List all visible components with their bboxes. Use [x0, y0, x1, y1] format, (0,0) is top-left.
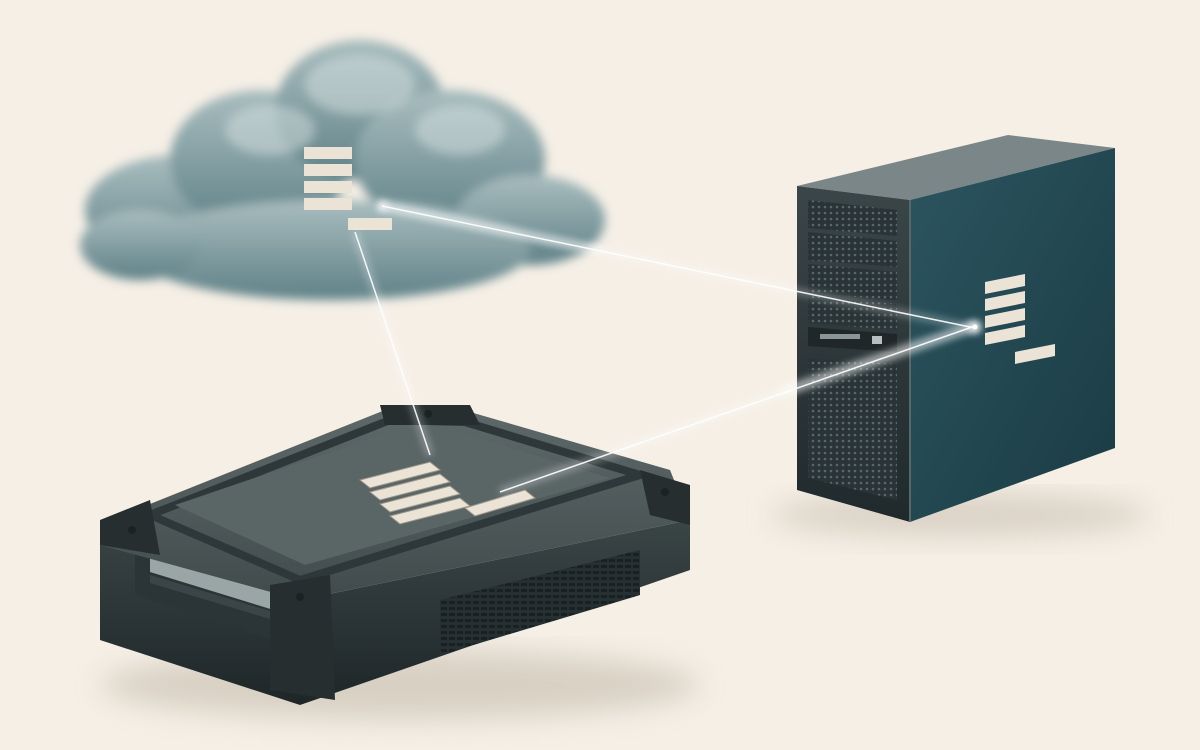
stacked-bars-logo	[985, 274, 1055, 364]
cloud	[80, 40, 605, 300]
connections	[352, 201, 981, 496]
tower-server	[770, 135, 1150, 537]
beam-device-to-server	[498, 321, 977, 496]
beam-cloud-to-server	[381, 202, 976, 331]
beam-cloud-to-device	[352, 231, 433, 456]
stacked-bars-logo	[358, 461, 537, 525]
rugged-portable-device	[100, 405, 700, 720]
stacked-bars-logo	[304, 147, 392, 230]
